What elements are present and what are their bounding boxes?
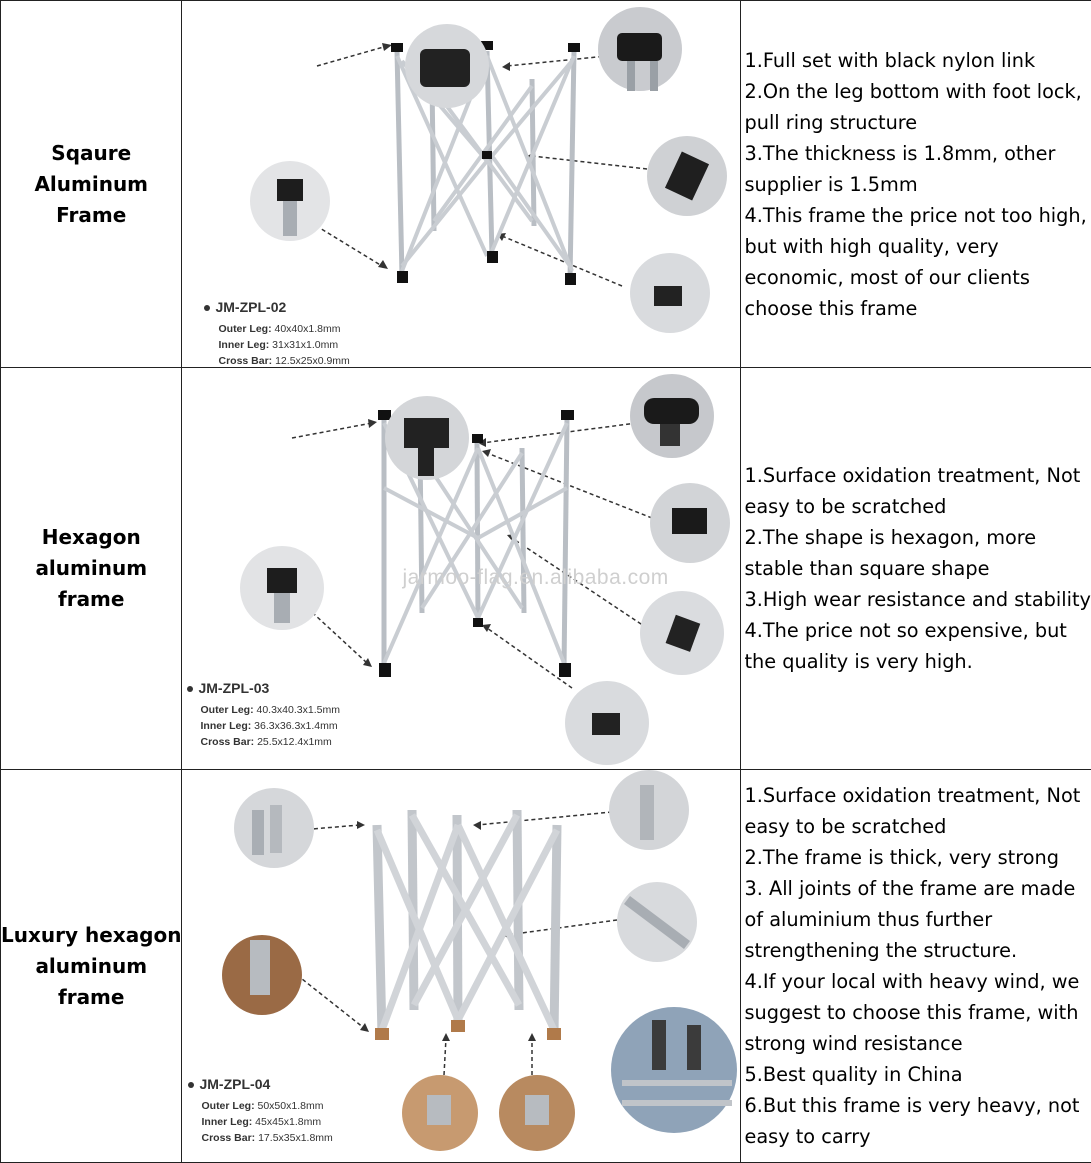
spec-item: Outer Leg: 40x40x1.8mm [218, 321, 349, 337]
row-title-cell: Hexagon aluminum frame [1, 368, 182, 770]
description-cell: 1.Surface oxidation treatment, Not easy … [741, 770, 1091, 1163]
description-line: 3. All joints of the frame are made [744, 873, 1090, 904]
row-title-line: aluminum [1, 553, 181, 584]
description-line: 4.The price not so expensive, but [744, 615, 1090, 646]
row-title-line: frame [1, 982, 181, 1013]
description-line: easy to carry [744, 1121, 1090, 1152]
spec-item: Cross Bar: 17.5x35x1.8mm [201, 1130, 332, 1146]
description-line: suggest to choose this frame, with [744, 997, 1090, 1028]
spec-label: Outer Leg: [218, 323, 271, 335]
row-title-line: aluminum [1, 951, 181, 982]
bullet-icon [204, 305, 210, 311]
frame-photo: JM-ZPL-02 Outer Leg: 40x40x1.8mm Inner L… [182, 1, 740, 367]
spec-item: Outer Leg: 50x50x1.8mm [201, 1098, 332, 1114]
description-line: 3.The thickness is 1.8mm, other [744, 138, 1090, 169]
row-title-cell: Luxury hexagon aluminum frame [1, 770, 182, 1163]
spec-value: 40x40x1.8mm [275, 323, 341, 335]
spec-label: Cross Bar: [201, 1132, 255, 1144]
spec-value: 12.5x25x0.9mm [275, 355, 350, 367]
description-line: 2.The frame is thick, very strong [744, 842, 1090, 873]
description-cell: 1.Full set with black nylon link 2.On th… [741, 1, 1091, 368]
frame-photo-cell: JM-ZPL-02 Outer Leg: 40x40x1.8mm Inner L… [182, 1, 741, 368]
spec-value: 36.3x36.3x1.4mm [254, 720, 337, 732]
spec-label: Cross Bar: [218, 355, 272, 367]
table-row: Luxury hexagon aluminum frame [1, 770, 1091, 1163]
spec-item: Inner Leg: 31x31x1.0mm [218, 337, 349, 353]
description-line: easy to be scratched [744, 811, 1090, 842]
model-label: JM-ZPL-04 [199, 1076, 270, 1092]
spec-item: Cross Bar: 25.5x12.4x1mm [200, 734, 339, 750]
description-line: 5.Best quality in China [744, 1059, 1090, 1090]
description-line: 2.The shape is hexagon, more [744, 522, 1090, 553]
spec-value: 25.5x12.4x1mm [257, 736, 332, 748]
spec-value: 17.5x35x1.8mm [258, 1132, 333, 1144]
spec-value: 31x31x1.0mm [272, 339, 338, 351]
frame-photo: jarmoo-flag.en.alibaba.com JM-ZPL-03 Out… [182, 368, 740, 769]
row-title-cell: Sqaure Aluminum Frame [1, 1, 182, 368]
spec-list: Outer Leg: 40x40x1.8mm Inner Leg: 31x31x… [218, 321, 349, 368]
spec-label: Outer Leg: [200, 704, 253, 716]
row-title-line: Aluminum [1, 169, 181, 200]
frame-photo-cell: JM-ZPL-04 Outer Leg: 50x50x1.8mm Inner L… [182, 770, 741, 1163]
description-line: 3.High wear resistance and stability [744, 584, 1090, 615]
description-line: choose this frame [744, 293, 1090, 324]
spec-label: Outer Leg: [201, 1100, 254, 1112]
spec-item: Inner Leg: 36.3x36.3x1.4mm [200, 718, 339, 734]
description-line: 4.If your local with heavy wind, we [744, 966, 1090, 997]
row-title-line: Hexagon [1, 522, 181, 553]
description-line: supplier is 1.5mm [744, 169, 1090, 200]
description-line: of aluminium thus further [744, 904, 1090, 935]
bullet-icon [188, 1082, 194, 1088]
description-line: 4.This frame the price not too high, [744, 200, 1090, 231]
spec-label: Inner Leg: [201, 1116, 252, 1128]
spec-value: 45x45x1.8mm [255, 1116, 321, 1128]
spec-label: Cross Bar: [200, 736, 254, 748]
description-line: stable than square shape [744, 553, 1090, 584]
description-line: 6.But this frame is very heavy, not [744, 1090, 1090, 1121]
table-row: Hexagon aluminum frame [1, 368, 1091, 770]
description-line: pull ring structure [744, 107, 1090, 138]
model-number: JM-ZPL-04 [188, 1076, 270, 1092]
row-title-line: frame [1, 584, 181, 615]
description-line: 1.Surface oxidation treatment, Not [744, 780, 1090, 811]
description-line: easy to be scratched [744, 491, 1090, 522]
frame-photo: JM-ZPL-04 Outer Leg: 50x50x1.8mm Inner L… [182, 770, 740, 1162]
model-label: JM-ZPL-02 [215, 299, 286, 315]
spec-label: Inner Leg: [218, 339, 269, 351]
frame-photo-cell: jarmoo-flag.en.alibaba.com JM-ZPL-03 Out… [182, 368, 741, 770]
spec-value: 40.3x40.3x1.5mm [257, 704, 340, 716]
spec-list: Outer Leg: 40.3x40.3x1.5mm Inner Leg: 36… [200, 702, 339, 750]
spec-label: Inner Leg: [200, 720, 251, 732]
spec-value: 50x50x1.8mm [258, 1100, 324, 1112]
table-row: Sqaure Aluminum Frame [1, 1, 1091, 368]
description-line: 1.Surface oxidation treatment, Not [744, 460, 1090, 491]
watermark-text: jarmoo-flag.en.alibaba.com [402, 566, 668, 590]
spec-item: Inner Leg: 45x45x1.8mm [201, 1114, 332, 1130]
model-number: JM-ZPL-02 [204, 299, 286, 315]
description-line: economic, most of our clients [744, 262, 1090, 293]
model-label: JM-ZPL-03 [198, 680, 269, 696]
model-number: JM-ZPL-03 [187, 680, 269, 696]
description-cell: 1.Surface oxidation treatment, Not easy … [741, 368, 1091, 770]
row-title-line: Luxury hexagon [1, 920, 181, 951]
row-title-line: Sqaure [1, 138, 181, 169]
description-line: strengthening the structure. [744, 935, 1090, 966]
spec-item: Outer Leg: 40.3x40.3x1.5mm [200, 702, 339, 718]
description-line: 1.Full set with black nylon link [744, 45, 1090, 76]
bullet-icon [187, 686, 193, 692]
description-line: strong wind resistance [744, 1028, 1090, 1059]
row-title-line: Frame [1, 200, 181, 231]
spec-item: Cross Bar: 12.5x25x0.9mm [218, 353, 349, 368]
description-line: but with high quality, very [744, 231, 1090, 262]
description-line: the quality is very high. [744, 646, 1090, 677]
spec-list: Outer Leg: 50x50x1.8mm Inner Leg: 45x45x… [201, 1098, 332, 1146]
description-line: 2.On the leg bottom with foot lock, [744, 76, 1090, 107]
